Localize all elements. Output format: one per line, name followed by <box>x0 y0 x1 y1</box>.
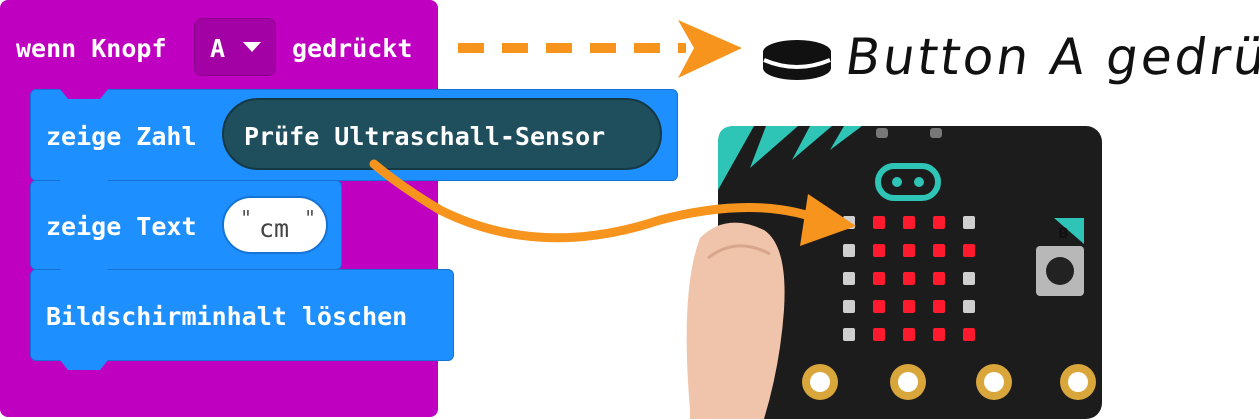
ultrasonic-sensor-reporter-label: Prüfe Ultraschall-Sensor <box>244 122 606 151</box>
block-notch <box>60 180 108 190</box>
event-block-prefix: wenn Knopf <box>16 34 167 63</box>
accent-triangle <box>792 126 832 160</box>
block-notch <box>60 360 108 370</box>
finger <box>686 222 785 419</box>
text-input-value[interactable]: cm <box>259 214 290 243</box>
clear-screen-block[interactable] <box>30 269 454 361</box>
led-matrix <box>843 216 975 341</box>
show-text-label: zeige Text <box>46 212 197 241</box>
button-b-label: B <box>1058 226 1069 242</box>
clear-screen-label: Bildschirminhalt löschen <box>46 302 408 331</box>
event-block-suffix: gedrückt <box>292 34 413 63</box>
block-notch <box>60 89 108 99</box>
text-input-pill[interactable] <box>222 196 328 254</box>
microbit-logo <box>875 163 941 201</box>
button-dropdown[interactable] <box>194 18 276 76</box>
close-quote: " <box>304 206 317 230</box>
accent-triangle <box>830 126 862 150</box>
accent-triangle <box>750 126 798 168</box>
chevron-down-icon <box>243 42 261 52</box>
open-quote: " <box>240 206 253 230</box>
button-dropdown-value: A <box>210 34 226 63</box>
curved-arrow <box>369 159 856 246</box>
block-notch <box>60 269 108 279</box>
show-number-label: zeige Zahl <box>46 122 197 151</box>
ultrasonic-sensor-reporter[interactable] <box>222 98 662 170</box>
dashed-arrow <box>458 20 742 78</box>
button-press-icon <box>763 40 831 80</box>
annotation-button-a-pressed: Button A gedrückt <box>841 28 1259 86</box>
accent-triangle <box>718 126 754 190</box>
